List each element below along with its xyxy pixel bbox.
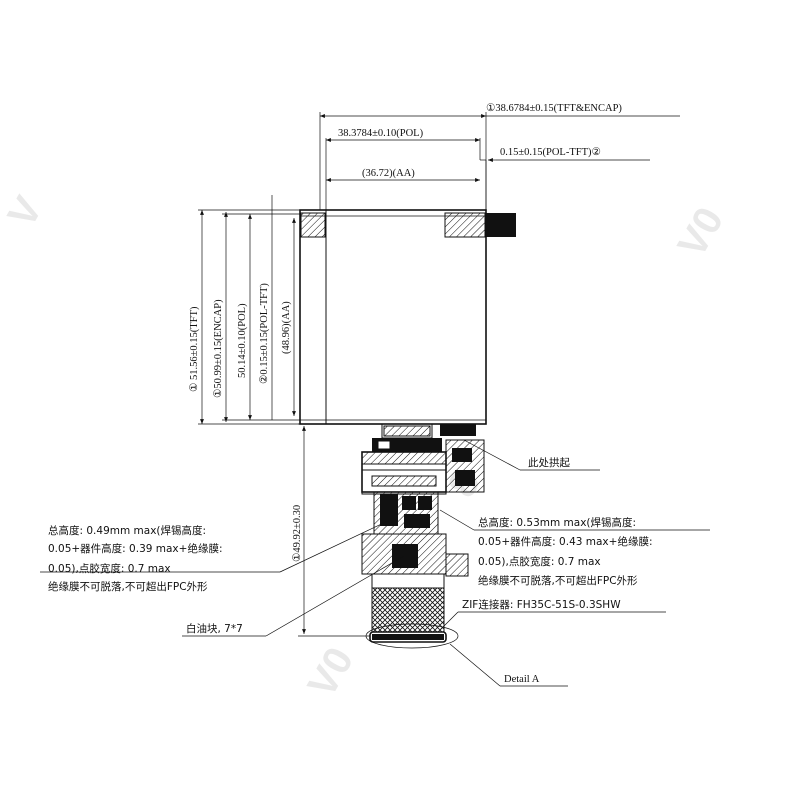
- note-left-spec-1: 总高度: 0.49mm max(焊锡高度:: [48, 524, 206, 537]
- display-panel: [299, 209, 516, 425]
- note-bulge-here: 此处拱起: [528, 456, 570, 469]
- dim-fpc-length: ①49.92±0.30: [291, 505, 303, 562]
- note-zif-connector: ZIF连接器: FH35C-51S-0.3SHW: [462, 598, 621, 611]
- callout-white-ink: 白油块, 7*7: [182, 555, 405, 637]
- left-dimensions: ① 51.56±0.15(TFT) ①50.99±0.15(ENCAP) 50.…: [188, 195, 300, 425]
- dim-tft-encap-width: ①38.6784±0.15(TFT&ENCAP): [486, 102, 622, 114]
- svg-text:V: V: [0, 189, 51, 234]
- callout-right-spec: 总高度: 0.53mm max(焊锡高度: 0.05+器件高度: 0.43 ma…: [439, 509, 710, 587]
- callout-bulge: 此处拱起: [463, 439, 600, 471]
- note-right-spec-2: 0.05+器件高度: 0.43 max+绝缘膜:: [478, 535, 652, 548]
- note-left-spec-3: 0.05),点胶宽度: 0.7 max: [48, 562, 171, 575]
- dim-pol-tft-offset: 0.15±0.15(POL-TFT)②: [500, 146, 602, 158]
- note-detail-a: Detail A: [504, 674, 540, 685]
- dim-pol-width: 38.3784±0.10(POL): [338, 128, 424, 139]
- callout-zif: ZIF连接器: FH35C-51S-0.3SHW: [439, 598, 666, 631]
- svg-text:V0: V0: [670, 200, 733, 264]
- note-white-ink: 白油块, 7*7: [186, 622, 243, 635]
- top-right-hatch-block: [444, 212, 486, 238]
- note-right-spec-4: 绝缘膜不可脱落,不可超出FPC外形: [478, 574, 638, 587]
- fpc-assembly: [361, 423, 485, 643]
- dim-height-pol-tft: ②0.15±0.15(POL-TFT): [258, 283, 270, 384]
- dim-height-aa: (48.96)(AA): [281, 301, 292, 354]
- dim-height-encap: ①50.99±0.15(ENCAP): [212, 299, 224, 398]
- dim-aa-width: (36.72)(AA): [362, 168, 415, 179]
- fpc-length-dimension: ①49.92±0.30: [291, 423, 380, 637]
- svg-text:V0: V0: [300, 640, 363, 704]
- dim-height-tft: ① 51.56±0.15(TFT): [188, 306, 200, 392]
- white-ink-block: [392, 544, 418, 568]
- callout-left-spec: 总高度: 0.49mm max(焊锡高度: 0.05+器件高度: 0.39 ma…: [40, 519, 391, 593]
- side-tab: [486, 213, 516, 237]
- dim-height-pol: 50.14±0.10(POL): [237, 303, 248, 378]
- top-left-hatch-block: [300, 212, 326, 238]
- top-dimensions: ①38.6784±0.15(TFT&ENCAP) 38.3784±0.10(PO…: [319, 102, 680, 210]
- note-left-spec-2: 0.05+器件高度: 0.39 max+绝缘膜:: [48, 542, 222, 555]
- note-right-spec-3: 0.05),点胶宽度: 0.7 max: [478, 555, 601, 568]
- note-right-spec-1: 总高度: 0.53mm max(焊锡高度:: [478, 516, 636, 529]
- callout-detail: Detail A: [365, 623, 568, 687]
- watermark: V0 V0 8 V: [0, 189, 732, 704]
- note-left-spec-4: 绝缘膜不可脱落,不可超出FPC外形: [48, 580, 208, 593]
